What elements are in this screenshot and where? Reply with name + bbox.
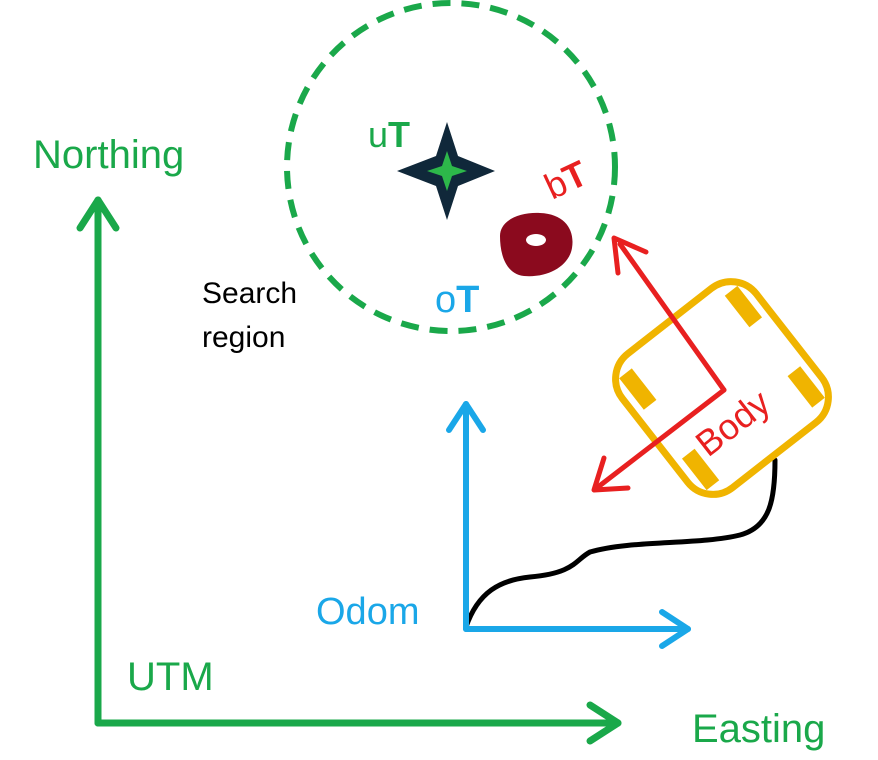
body-axis-2-arrowhead [591, 455, 631, 493]
target-label-ut: uT [368, 114, 410, 155]
target-label-ot: oT [435, 279, 479, 321]
easting-label: Easting [692, 707, 825, 751]
target-label-ot-prefix: o [435, 279, 456, 321]
body-axis-1 [617, 241, 727, 393]
wheel-icon [681, 448, 720, 491]
target-label-bt: bT [538, 152, 593, 207]
utm-easting-arrowhead [586, 701, 622, 745]
odom-frame-label: Odom [316, 591, 419, 633]
body-axis-2 [595, 387, 727, 490]
wheel-icon [619, 368, 657, 410]
odom-frame [446, 401, 691, 649]
utm-frame [76, 196, 622, 745]
search-region-circle [284, 0, 618, 334]
body-axis-1-arrowhead [611, 235, 649, 276]
vehicle-trajectory [463, 457, 778, 630]
four-point-star-icon [397, 122, 495, 220]
wheel-icon [787, 366, 825, 408]
body-frame [591, 235, 727, 493]
utm-frame-label: UTM [127, 655, 214, 699]
search-region-label-line1: Search [202, 277, 297, 310]
search-region-label-line2: region [202, 321, 285, 354]
target-label-ut-prefix: u [368, 114, 388, 155]
wheel-icon [724, 285, 763, 328]
utm-northing-arrowhead [76, 196, 120, 232]
northing-label: Northing [33, 133, 184, 177]
ring-object-icon [500, 212, 573, 277]
target-label-ut-symbol: T [388, 114, 410, 155]
odom-y-arrowhead [446, 401, 486, 433]
target-label-ot-symbol: T [456, 279, 479, 321]
odom-x-arrowhead [659, 609, 691, 649]
